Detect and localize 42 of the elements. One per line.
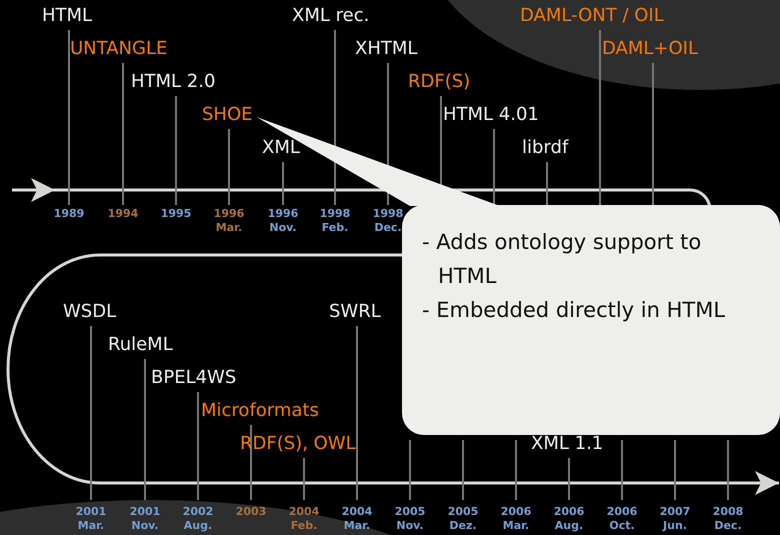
date-label: 1998 Feb. bbox=[318, 207, 352, 235]
date-label: 1996 Mar. bbox=[212, 207, 246, 235]
date-label: 2007 Jun. bbox=[658, 505, 692, 533]
date-label: 1996 Nov. bbox=[266, 207, 300, 235]
date-label: 2005 Nov. bbox=[394, 505, 426, 533]
date-label: 1989 bbox=[52, 207, 86, 221]
event-label: SWRL bbox=[329, 302, 381, 322]
date-label: 1995 bbox=[160, 207, 192, 221]
event-label: HTML 2.0 bbox=[131, 72, 216, 92]
event-label: XML 1.1 bbox=[531, 434, 604, 454]
date-label: 2004 Mar. bbox=[340, 505, 374, 533]
event-label: RDF(S) bbox=[408, 72, 470, 92]
event-label: Microformats bbox=[201, 401, 319, 421]
event-label: XHTML bbox=[355, 39, 418, 59]
bullet-text: - Adds ontology support to HTML bbox=[422, 229, 702, 290]
event-label: XML rec. bbox=[292, 6, 370, 26]
event-label: DAML+OIL bbox=[602, 39, 698, 59]
event-label: HTML bbox=[42, 6, 92, 26]
event-label: DAML-ONT / OIL bbox=[520, 6, 664, 26]
event-label: RDF(S), OWL bbox=[240, 434, 356, 454]
event-label: BPEL4WS bbox=[151, 368, 236, 388]
date-label: 1994 bbox=[106, 207, 140, 221]
date-label: 2005 Dez. bbox=[446, 505, 480, 533]
event-label: RuleML bbox=[108, 335, 173, 355]
date-label: 2006 Aug. bbox=[552, 505, 586, 533]
event-label: SHOE bbox=[202, 105, 253, 125]
event-label: HTML 4.01 bbox=[443, 105, 539, 125]
date-label: 2004 Feb. bbox=[288, 505, 320, 533]
event-label: librdf bbox=[522, 138, 568, 158]
date-label: 2008 Dec. bbox=[712, 505, 744, 533]
date-label: 2006 Oct. bbox=[606, 505, 638, 533]
date-label: 2003 bbox=[234, 505, 268, 519]
event-label: UNTANGLE bbox=[70, 39, 168, 59]
date-label: 2001 Nov. bbox=[128, 505, 162, 533]
bullet-text: - Embedded directly in HTML bbox=[422, 297, 726, 324]
event-label: XML bbox=[262, 138, 300, 158]
date-label: 2001 Mar. bbox=[74, 505, 108, 533]
date-label: 2002 Aug. bbox=[182, 505, 214, 533]
callout-bubble bbox=[402, 205, 780, 435]
date-label: 2006 Mar. bbox=[500, 505, 532, 533]
event-label: WSDL bbox=[63, 302, 116, 322]
date-label: 1998 Dec. bbox=[372, 207, 404, 235]
